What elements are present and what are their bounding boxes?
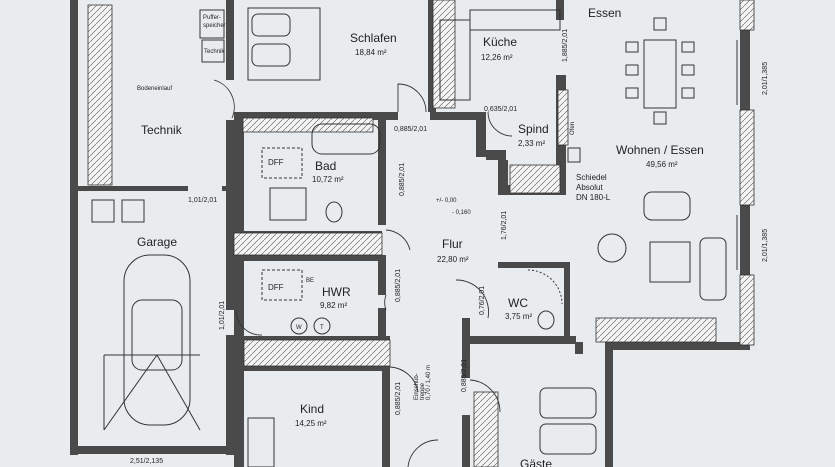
room-garage-name: Garage bbox=[137, 235, 177, 249]
dim-201-a: 2,01/1,385 bbox=[762, 62, 769, 95]
room-flur-area: 22,80 m² bbox=[437, 255, 469, 264]
einschub-3: 0,70 / 1,40 m bbox=[426, 365, 432, 400]
level-minus: - 0,160 bbox=[452, 210, 471, 216]
be-label: BE bbox=[306, 278, 314, 284]
ofen-label: Ofen bbox=[570, 122, 576, 135]
puffer-label-1: Puffer- bbox=[203, 15, 221, 21]
puffer-label-2: speicher bbox=[203, 23, 226, 29]
room-bad-area: 10,72 m² bbox=[312, 175, 344, 184]
sofa-icon bbox=[699, 237, 727, 301]
dim-251: 2,51/2,135 bbox=[130, 458, 163, 465]
room-kind-area: 14,25 m² bbox=[295, 419, 327, 428]
einschub-2: treppe bbox=[420, 382, 426, 400]
dryer-label: T bbox=[320, 325, 324, 331]
dining-table-icon bbox=[625, 17, 695, 125]
bathtub-icon bbox=[311, 123, 381, 155]
room-flur-name: Flur bbox=[442, 237, 463, 251]
room-hwr-area: 9,82 m² bbox=[320, 301, 347, 310]
room-gaeste-name: Gäste bbox=[520, 457, 552, 467]
room-wohnen-area: 49,56 m² bbox=[646, 160, 678, 169]
room-kueche-name: Küche bbox=[483, 35, 517, 49]
dryer-icon bbox=[313, 317, 331, 335]
bed-icon bbox=[247, 7, 321, 81]
dn-label: DN 180-L bbox=[576, 193, 611, 202]
furniture bbox=[91, 7, 738, 467]
room-spind-area: 2,33 m² bbox=[518, 139, 545, 148]
technik-box bbox=[201, 39, 225, 63]
doors bbox=[213, 79, 513, 467]
wall-hatching bbox=[87, 0, 755, 467]
dff-label-hwr: DFF bbox=[268, 283, 284, 292]
dim-0760: 0,76/2,01 bbox=[479, 286, 486, 315]
dim-0885-kind: 0,885/2,01 bbox=[395, 382, 402, 415]
walls bbox=[70, 0, 750, 467]
room-kind-name: Kind bbox=[300, 402, 324, 416]
dim-0885-right: 0,885/2,01 bbox=[461, 359, 468, 392]
dim-0635: 0,635/2,01 bbox=[484, 106, 517, 113]
room-spind-name: Spind bbox=[518, 122, 549, 136]
dim-0885-hwr: 0,885/2,01 bbox=[395, 269, 402, 302]
technik-box-label: Technik bbox=[204, 49, 225, 55]
dff-label-bad: DFF bbox=[268, 158, 284, 167]
room-kueche-area: 12,26 m² bbox=[481, 53, 513, 62]
room-schlafen-area: 18,84 m² bbox=[355, 48, 387, 57]
dimension-labels: 1,885/2,01 0,635/2,01 0,885/2,01 0,885/2… bbox=[130, 29, 769, 465]
room-wc-name: WC bbox=[508, 296, 528, 310]
armchair-icon bbox=[643, 191, 691, 221]
dim-101-a: 1,01/2,01 bbox=[188, 197, 217, 204]
dim-176: 1,76/2,01 bbox=[501, 211, 508, 240]
car-icon bbox=[103, 254, 201, 431]
armchair-round-icon bbox=[597, 233, 627, 263]
dim-1885: 1,885/2,01 bbox=[562, 29, 569, 62]
room-hwr-name: HWR bbox=[322, 285, 351, 299]
room-wohnen-name: Wohnen / Essen bbox=[616, 143, 704, 157]
room-technik-name: Technik bbox=[141, 123, 183, 137]
washer-label: W bbox=[296, 325, 302, 331]
schiedel-label: Schiedel bbox=[576, 173, 607, 182]
dim-0885-top: 0,885/2,01 bbox=[394, 126, 427, 133]
annotations: Puffer- speicher Technik Bodeneinlauf Of… bbox=[137, 15, 611, 400]
dim-201-b: 2,01/1,385 bbox=[762, 229, 769, 262]
room-labels: Technik Garage Schlafen 18,84 m² Küche 1… bbox=[137, 6, 704, 467]
level-zero: +/- 0,00 bbox=[436, 198, 457, 204]
pufferspeicher-box bbox=[199, 9, 225, 39]
coffee-table-icon bbox=[649, 241, 691, 283]
room-bad-name: Bad bbox=[315, 159, 336, 173]
absolut-label: Absolut bbox=[576, 183, 603, 192]
chimney-icon bbox=[567, 147, 581, 163]
bodeneinlauf-label: Bodeneinlauf bbox=[137, 86, 172, 92]
dim-101-b: 1,01/2,01 bbox=[219, 301, 226, 330]
einschub-1: Einschub- bbox=[414, 373, 420, 400]
room-schlafen-name: Schlafen bbox=[350, 31, 397, 45]
dim-0885-bad: 0,885/2,01 bbox=[399, 163, 406, 196]
washer-icon bbox=[290, 317, 308, 335]
toilet-icon bbox=[325, 201, 343, 223]
room-essen-name: Essen bbox=[588, 6, 621, 20]
room-wc-area: 3,75 m² bbox=[505, 312, 532, 321]
